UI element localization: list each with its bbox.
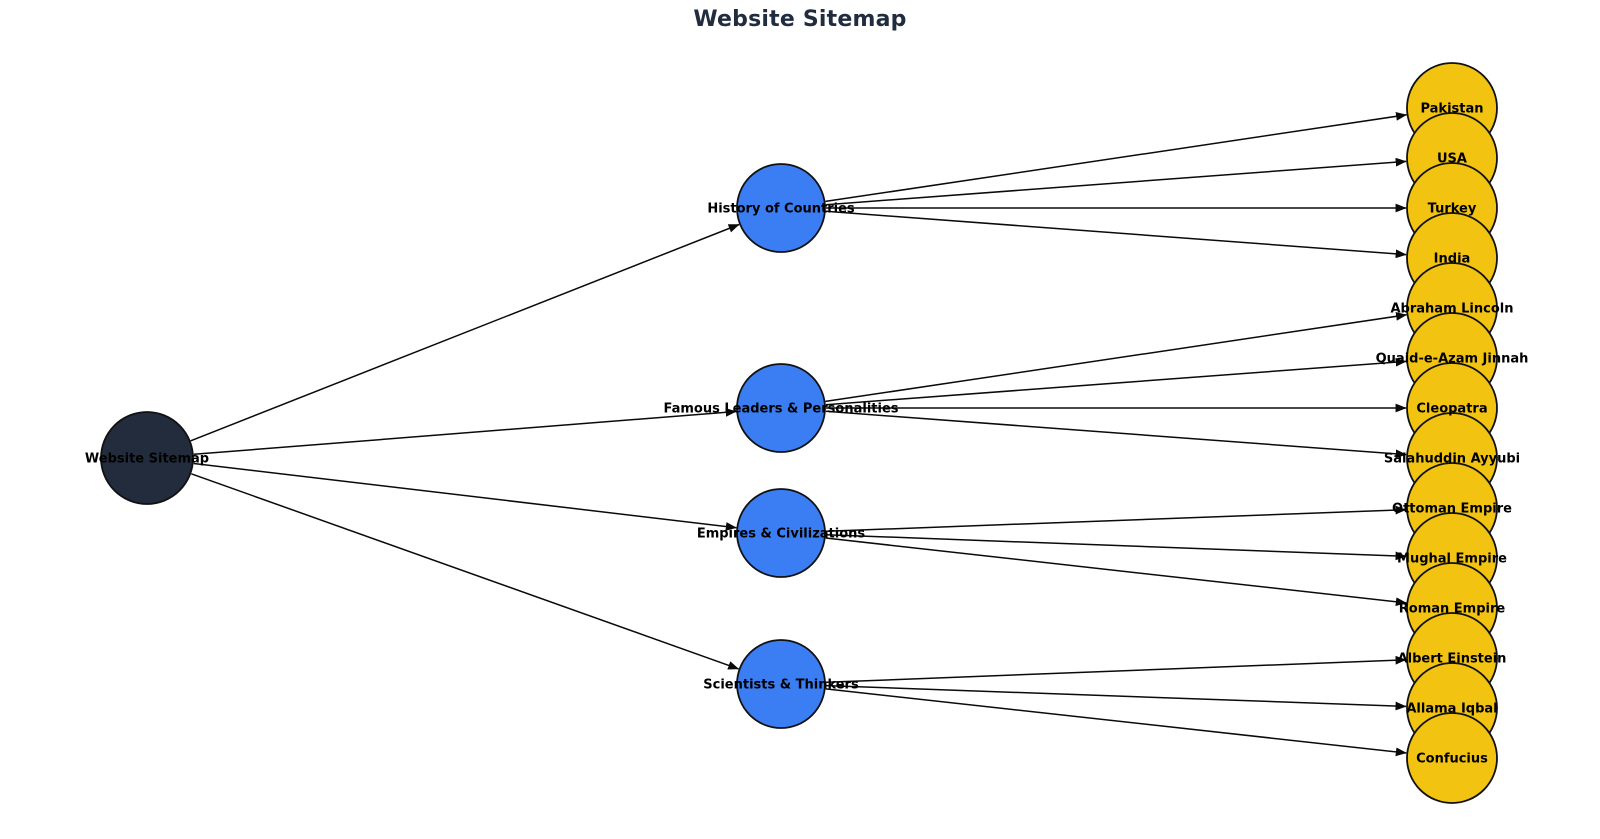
node-label-cleopatra: Cleopatra xyxy=(1416,402,1487,417)
node-famous-leaders-personalities xyxy=(736,363,826,453)
diagram-title: Website Sitemap xyxy=(693,7,907,32)
edge-scientists-thinkers-albert-einstein xyxy=(825,655,1407,684)
edge-empires-civilizations-ottoman-empire xyxy=(825,505,1407,533)
node-label-ottoman-empire: Ottoman Empire xyxy=(1392,502,1512,517)
node-label-quaid-e-azam-jinnah: Quaid-e-Azam Jinnah xyxy=(1376,352,1529,367)
node-label-empires-civilizations: Empires & Civilizations xyxy=(697,527,866,542)
edge-scientists-thinkers-allama-iqbal xyxy=(825,684,1407,711)
node-confucius xyxy=(1406,712,1498,804)
node-label-usa: USA xyxy=(1437,152,1467,167)
edge-famous-leaders-personalities-quaid-e-azam-jinnah xyxy=(825,357,1407,406)
edge-empires-civilizations-mughal-empire xyxy=(825,533,1407,561)
edge-website-sitemap-history-of-countries xyxy=(190,223,740,442)
edge-website-sitemap-famous-leaders-personalities xyxy=(193,407,737,456)
node-empires-civilizations xyxy=(736,488,826,578)
node-label-confucius: Confucius xyxy=(1416,752,1488,767)
node-label-website-sitemap: Website Sitemap xyxy=(85,452,209,467)
node-history-of-countries xyxy=(736,163,826,253)
node-scientists-thinkers xyxy=(736,639,826,729)
node-label-mughal-empire: Mughal Empire xyxy=(1397,552,1507,567)
edges-layer xyxy=(190,111,1408,757)
nodes-layer xyxy=(100,62,1498,804)
edge-famous-leaders-personalities-salahuddin-ayyubi xyxy=(825,410,1407,459)
edge-website-sitemap-empires-civilizations xyxy=(193,462,737,531)
labels-layer: Website Sitemap History of CountriesFamou… xyxy=(85,102,1528,767)
node-label-salahuddin-ayyubi: Salahuddin Ayyubi xyxy=(1384,452,1520,467)
node-label-turkey: Turkey xyxy=(1428,202,1477,217)
node-label-history-of-countries: History of Countries xyxy=(707,202,855,217)
node-label-india: India xyxy=(1434,252,1471,267)
edge-history-of-countries-india xyxy=(825,210,1407,259)
node-label-abraham-lincoln: Abraham Lincoln xyxy=(1391,302,1514,317)
edge-history-of-countries-usa xyxy=(825,157,1407,206)
edge-website-sitemap-scientists-thinkers xyxy=(191,473,740,670)
node-label-scientists-thinkers: Scientists & Thinkers xyxy=(703,678,859,693)
edge-famous-leaders-personalities-abraham-lincoln xyxy=(825,311,1408,403)
node-label-pakistan: Pakistan xyxy=(1420,102,1483,117)
node-label-famous-leaders-personalities: Famous Leaders & Personalities xyxy=(663,402,898,417)
node-label-allama-iqbal: Allama Iqbal xyxy=(1406,702,1497,717)
node-label-roman-empire: Roman Empire xyxy=(1399,602,1506,617)
edge-history-of-countries-pakistan xyxy=(825,111,1408,203)
edge-empires-civilizations-roman-empire xyxy=(825,537,1407,607)
node-label-albert-einstein: Albert Einstein xyxy=(1398,652,1507,667)
edge-scientists-thinkers-confucius xyxy=(825,688,1407,757)
node-website-sitemap xyxy=(100,411,194,505)
